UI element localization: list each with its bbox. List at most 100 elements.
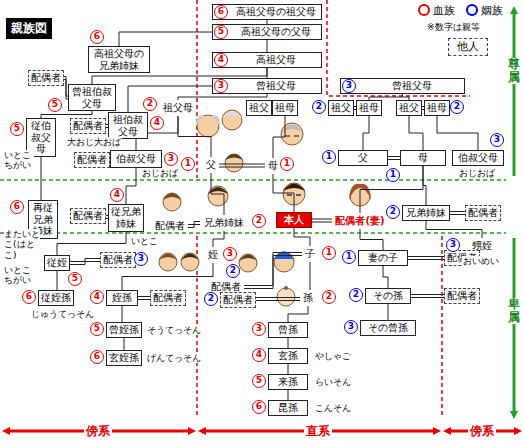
figure-label: 甥姪 [462, 238, 502, 254]
hair [281, 125, 303, 134]
relative-name: 従姪 [47, 257, 67, 269]
generation-label: 卑属 [507, 298, 521, 324]
marriage-line [312, 219, 332, 222]
relative-box: 母 [400, 150, 446, 166]
relative-name: 妻の子 [368, 252, 398, 264]
degree-number: 3 [252, 322, 266, 336]
relative-name: 高祖父母 [256, 54, 296, 66]
relative-box: 祖父 [246, 100, 272, 116]
lineage-label: 傍系 [84, 423, 112, 439]
note-text: こんそん [314, 403, 352, 413]
relative-box: 伯叔父母 [110, 150, 162, 168]
degree-number: 2 [252, 214, 266, 228]
relative-name: 祖父 [399, 102, 419, 114]
relative-name: 配偶者 [31, 72, 61, 84]
relative-name: 配偶者 [468, 207, 498, 219]
legend-text: 血族 [433, 4, 455, 17]
degree-number: 6 [22, 290, 36, 304]
relative-box: 曾祖父母 [340, 78, 465, 94]
degree-number: 5 [68, 272, 82, 286]
figure-label: 配偶者(妻) [332, 213, 388, 229]
hair [163, 193, 181, 200]
relative-name: 配偶者 [103, 254, 133, 266]
lineage-label: 直系 [304, 423, 332, 439]
descent-line [363, 116, 369, 150]
degree-number: 5 [252, 374, 266, 388]
relative-name: 祖伯叔父母 [111, 114, 145, 137]
descent-line [426, 221, 482, 238]
non-relative-box: 配偶者 [100, 252, 136, 268]
descent-line [294, 228, 310, 246]
relative-name: 祖母 [427, 102, 447, 114]
relative-name: 母 [268, 160, 278, 172]
relative-box: 従兄弟姉妹 [108, 204, 144, 232]
degree-number: 3 [214, 79, 228, 93]
marriage-stroke [411, 294, 444, 295]
relative-name: 玄姪孫 [109, 352, 139, 364]
face [181, 253, 199, 271]
sibling-spouse-figure [163, 193, 181, 211]
relative-name: 祖父 [331, 102, 351, 114]
relative-name: 本人 [284, 214, 304, 226]
generation-label: 尊属 [507, 58, 521, 84]
non-relative-box: 配偶者 [28, 70, 64, 86]
degree-number: 2 [322, 290, 336, 304]
descent-line [211, 173, 224, 215]
relative-box: 曾祖父母 [212, 78, 322, 94]
descent-line [409, 116, 423, 150]
relative-box: 姪孫 [106, 290, 138, 306]
relative-name: その孫 [373, 290, 403, 302]
marriage-stroke [256, 300, 300, 301]
relative-name: 配偶者 [73, 120, 103, 132]
descendant-arrow [513, 238, 516, 415]
relative-box: 祖母 [356, 100, 382, 116]
relative-box: 曾孫 [268, 322, 308, 338]
relative-name: 従姪孫 [41, 292, 71, 304]
descent-line [383, 266, 388, 288]
degree-number: 3 [223, 247, 237, 261]
face [197, 115, 219, 137]
marriage-stroke [388, 159, 400, 160]
relative-box: 曾祖伯叔父母 [68, 84, 116, 111]
marriage-stroke [312, 222, 332, 223]
hair [197, 117, 219, 124]
relative-name: 姪 [208, 249, 218, 261]
degree-number: 4 [150, 116, 164, 130]
relative-name: 曾姪孫 [109, 324, 139, 336]
marriage-stroke [138, 299, 150, 300]
degree-number: 6 [90, 30, 104, 44]
degree-number: 4 [110, 188, 124, 202]
relative-box: 妻の子 [358, 250, 408, 266]
marriage-line [244, 253, 302, 289]
note-text: そうてっそん [146, 325, 202, 335]
descent-line [288, 306, 308, 322]
relative-name: 配偶者 [155, 220, 185, 232]
relative-name: 曾祖父母 [256, 80, 296, 92]
marriage-stroke [188, 225, 200, 228]
note-text: おじおば [141, 168, 179, 178]
relative-box: その曾孫 [360, 320, 416, 336]
figure-label: 配偶者 [152, 218, 188, 234]
relative-name: 配偶者 [77, 154, 107, 166]
mother-figure [281, 123, 303, 145]
descent-line [119, 32, 212, 46]
relative-box: 玄姪孫 [106, 350, 142, 366]
father-figure [225, 154, 243, 172]
face [222, 110, 242, 130]
relative-box: 従姪孫 [38, 290, 74, 306]
note-text: ※数字は親等 [426, 22, 481, 32]
degree-number: 4 [252, 348, 266, 362]
lineage-boundary [197, 0, 470, 418]
descent-line [124, 338, 125, 350]
relative-name: 曾祖父母 [392, 80, 432, 92]
hair [222, 111, 242, 118]
figure-label: 母 [265, 158, 281, 174]
figure-label: 子 [302, 246, 318, 262]
marriage-line [188, 222, 200, 228]
relative-box: 従姪 [44, 255, 70, 271]
marriage-stroke [411, 297, 444, 298]
relative-name: 孫 [303, 292, 313, 304]
legend-swatch [418, 4, 430, 16]
note-text: らいそん [314, 377, 352, 387]
